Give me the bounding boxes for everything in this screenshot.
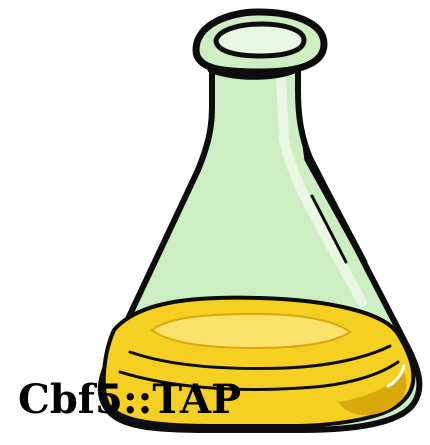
flask-shading-lines	[298, 116, 368, 264]
flask-bottom-glint	[386, 364, 406, 388]
flask-liquid-lines	[118, 344, 400, 391]
sample-label: Cbf5::TAP	[18, 376, 242, 423]
flask-glass-highlight	[275, 51, 367, 307]
flask-neck-collar	[207, 65, 303, 80]
flask-liquid-surface	[150, 312, 352, 350]
flask-opening	[213, 21, 307, 59]
flask-liquid-shadow	[338, 372, 407, 416]
